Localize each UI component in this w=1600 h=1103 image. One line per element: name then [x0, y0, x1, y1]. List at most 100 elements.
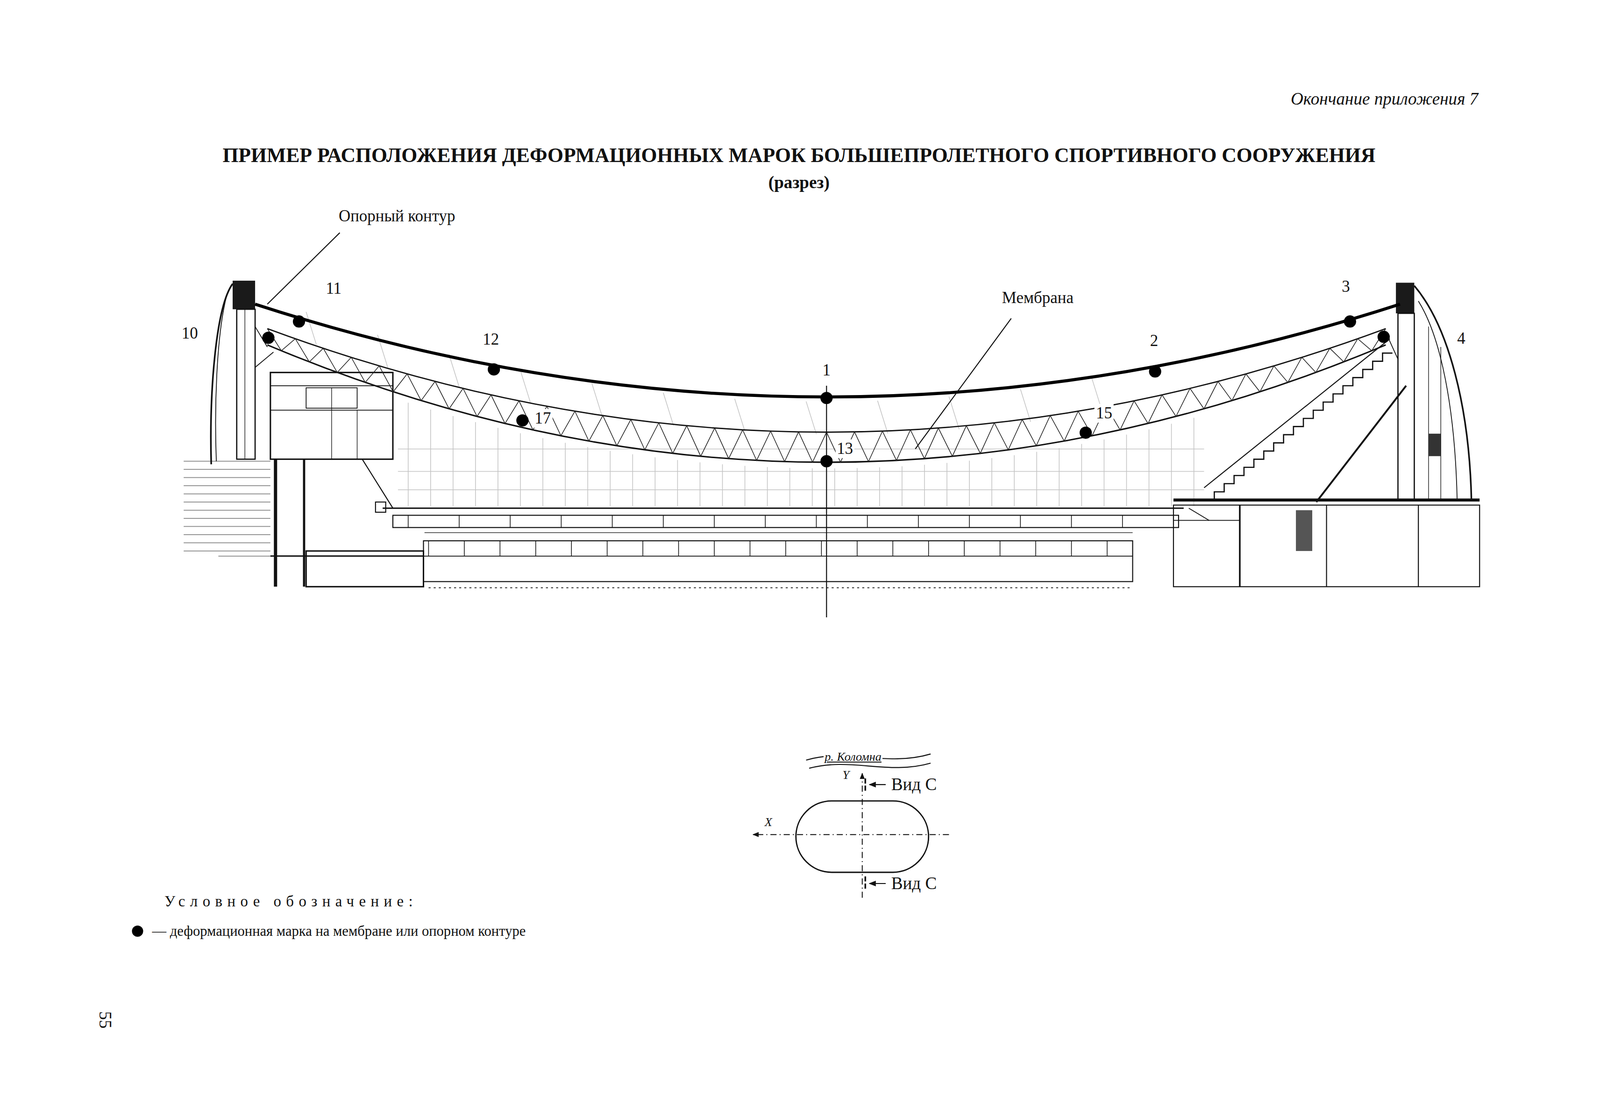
grey-structure: [663, 392, 674, 426]
floor-ticks: [463, 540, 465, 557]
control-booth: [270, 555, 424, 557]
diagram-title: ПРИМЕР РАСПОЛОЖЕНИЯ ДЕФОРМАЦИОННЫХ МАРОК…: [220, 143, 1378, 167]
floor-ticks: [499, 540, 501, 557]
grey-structure: [968, 461, 970, 507]
left-ground: [183, 461, 271, 557]
arena-floor: [382, 507, 1184, 510]
floor-ticks: [1122, 515, 1124, 528]
deformation-mark: [1149, 365, 1162, 378]
right-tower: [1387, 336, 1399, 360]
right-stands: [1238, 505, 1241, 588]
arena-floor: [392, 515, 1179, 528]
floor-ticks: [678, 540, 680, 557]
callout-number: 17: [533, 408, 553, 428]
deformation-mark: [262, 331, 275, 344]
grey-structure: [856, 468, 858, 507]
grey-structure: [834, 468, 836, 507]
right-stands: [1188, 508, 1210, 521]
grey-structure: [398, 471, 1205, 473]
grey-structure: [398, 489, 1205, 491]
floor-ticks: [816, 515, 818, 528]
right-tower: [1414, 285, 1472, 501]
grey-structure: [1103, 439, 1105, 507]
deformation-mark: [292, 315, 306, 328]
floor-ticks: [1071, 515, 1073, 528]
left-ground: [183, 485, 271, 487]
right-tower: [1387, 282, 1472, 500]
callout-number: 10: [180, 324, 200, 343]
grey-structure: [699, 462, 701, 507]
floor-ticks: [458, 515, 460, 528]
grey-structure: [946, 462, 948, 506]
grey-structure: [609, 450, 611, 506]
floor-ticks: [892, 540, 894, 557]
centre-axis: [825, 385, 827, 618]
site-plan: [753, 754, 949, 899]
leader-line: [267, 232, 1011, 449]
left-ground: [183, 526, 271, 528]
grey-structure: [497, 427, 499, 507]
right-tower: [1395, 282, 1415, 314]
floor-ticks: [963, 540, 965, 557]
floor-ticks: [1035, 540, 1037, 557]
left-tower: [244, 309, 246, 460]
floor-ticks: [785, 540, 787, 557]
callout-label: Опорный контур: [337, 206, 457, 226]
legend-text: — деформационная марка на мембране или о…: [151, 923, 526, 940]
grey-structure: [1059, 448, 1060, 506]
right-tower: [1440, 347, 1442, 501]
grey-structure: [305, 312, 1204, 507]
leader-line: [915, 318, 1011, 450]
arena-floor: [423, 540, 1133, 582]
floor-ticks: [408, 515, 1123, 556]
callout-number: 12: [481, 330, 501, 349]
grey-structure: [1193, 418, 1195, 507]
legend-swatch: [129, 923, 146, 940]
view-label: Вид С: [889, 774, 939, 795]
callout-number: 15: [1094, 404, 1114, 423]
floor-ticks: [428, 540, 430, 557]
right-stands: [1203, 339, 1390, 489]
left-ground: [183, 534, 271, 536]
callout-label: Мембрана: [1000, 288, 1075, 308]
floor-ticks: [606, 540, 608, 557]
deformation-mark: [1377, 330, 1390, 343]
centre-axis: [825, 385, 827, 618]
grey-structure: [677, 460, 679, 507]
right-stands: [1173, 505, 1480, 588]
floor-ticks: [535, 540, 537, 557]
left-ground: [183, 510, 271, 512]
axis-label: Y: [841, 768, 851, 783]
callout-number: 2: [1148, 331, 1160, 350]
grey-structure: [452, 416, 454, 507]
site-plan: [869, 883, 886, 885]
left-tower: [210, 284, 233, 465]
legend-heading: Условное обозначение:: [163, 893, 419, 911]
grey-structure: [1081, 444, 1083, 507]
arena-floor: [424, 532, 1133, 534]
deformation-mark: [487, 363, 500, 376]
floor-ticks: [1071, 540, 1073, 557]
left-ground: [183, 501, 271, 503]
control-booth: [375, 502, 386, 513]
right-tower: [1398, 313, 1415, 501]
left-tower: [215, 296, 227, 462]
deformation-mark: [820, 455, 833, 468]
callout-number: 11: [324, 279, 343, 299]
membrane: [255, 304, 1401, 398]
page-number: 55: [95, 1010, 116, 1031]
site-plan: [861, 773, 863, 898]
grey-structure: [1036, 451, 1038, 506]
grey-structure: [1126, 434, 1128, 507]
grey-structure: [632, 454, 634, 507]
control-booth: [356, 410, 358, 460]
right-stands: [1173, 520, 1240, 522]
floor-ticks: [917, 515, 919, 528]
river-name: р. Коломна: [823, 750, 883, 765]
callout-number: 3: [1340, 277, 1352, 297]
grey-structure: [407, 402, 409, 506]
membrane: [255, 304, 1401, 398]
deformation-mark: [820, 391, 833, 405]
left-ground: [183, 542, 271, 544]
